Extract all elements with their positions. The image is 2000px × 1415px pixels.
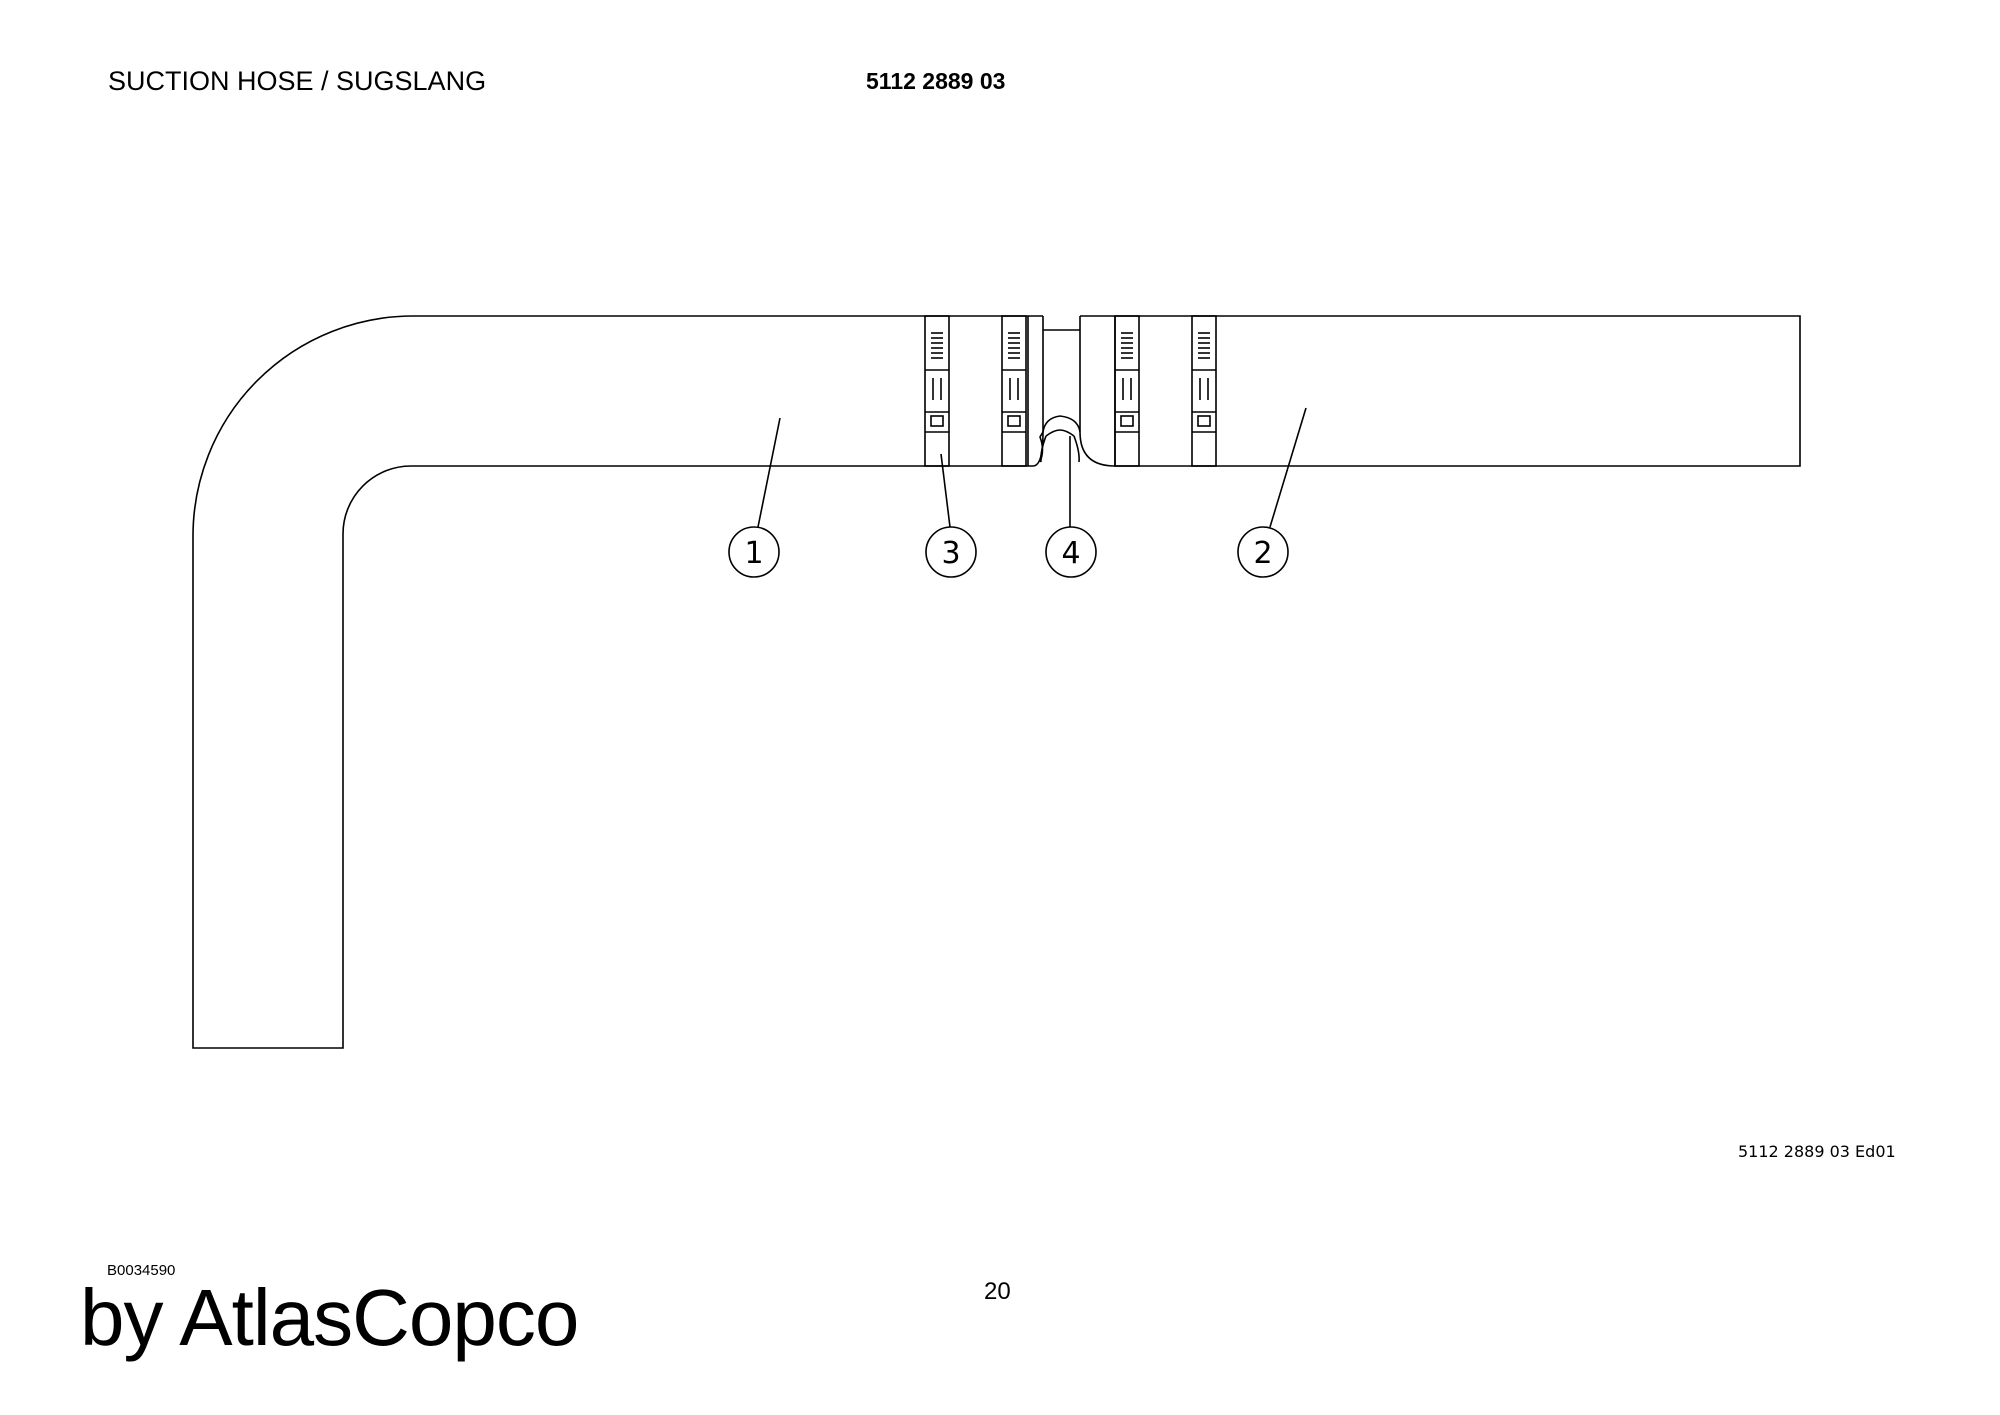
hose-straight-end xyxy=(1079,316,1116,467)
coupling-body xyxy=(1040,429,1080,463)
leader-line-1 xyxy=(757,417,781,528)
hose-elbow-outline xyxy=(192,315,1043,1049)
callout-circle-3 xyxy=(925,526,977,578)
document-reference: 5112 2889 03 Ed01 xyxy=(1738,1142,1896,1161)
hose-clamp xyxy=(1191,315,1217,467)
hose-clamp xyxy=(1114,315,1140,467)
drawing-code: B0034590 xyxy=(107,1262,176,1279)
callout-circle-4 xyxy=(1045,526,1097,578)
callout-label: 2 xyxy=(1253,536,1272,571)
leader-line-2 xyxy=(1269,407,1307,528)
hose-clamp xyxy=(924,315,950,467)
hose-clamp xyxy=(1001,315,1027,467)
part-number: 5112 2889 03 xyxy=(866,68,1006,94)
hose-straight-outline xyxy=(1080,315,1801,467)
brand-text: by AtlasCopco xyxy=(80,1273,579,1362)
callout-label: 3 xyxy=(941,536,960,571)
coupling-outline xyxy=(1039,329,1081,463)
callout-circle-2 xyxy=(1237,526,1289,578)
callout-circle-1 xyxy=(728,526,780,578)
hose-elbow-end xyxy=(1027,316,1044,467)
callout-label: 1 xyxy=(744,536,763,571)
page-title: SUCTION HOSE / SUGSLANG xyxy=(108,66,487,96)
callout-label: 4 xyxy=(1061,536,1080,571)
leader-line-3 xyxy=(940,453,951,528)
page-number: 20 xyxy=(984,1278,1011,1305)
